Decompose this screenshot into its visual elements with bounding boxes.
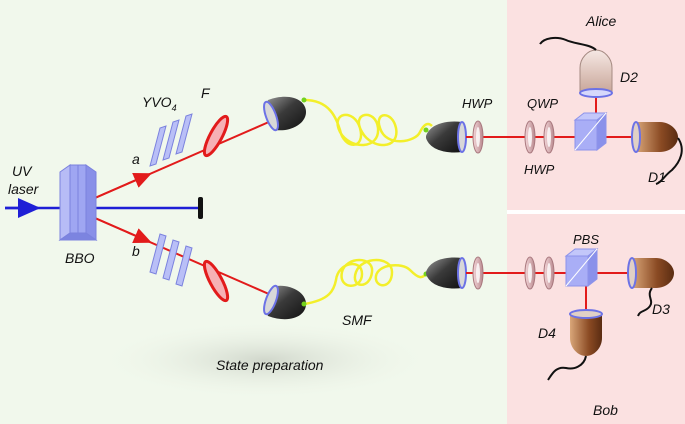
pbs-bob bbox=[564, 247, 599, 288]
detector-d3 bbox=[627, 257, 674, 317]
detector-d2 bbox=[539, 36, 613, 98]
fiber-a bbox=[303, 98, 433, 147]
label-uv: UV bbox=[12, 163, 33, 179]
fiber-b bbox=[303, 258, 429, 306]
qwp-bob bbox=[524, 256, 536, 290]
qwp-alice bbox=[524, 120, 536, 154]
label-d4: D4 bbox=[538, 325, 556, 341]
hwp-a bbox=[472, 120, 484, 154]
label-d3: D3 bbox=[652, 301, 670, 317]
label-d2: D2 bbox=[620, 69, 638, 85]
hwp-alice bbox=[543, 120, 555, 154]
hwp-bob bbox=[543, 256, 555, 290]
label-yvo4-sub: 4 bbox=[172, 103, 177, 113]
fiber-end-a2 bbox=[423, 127, 429, 133]
label-d1: D1 bbox=[648, 169, 666, 185]
beam-dump bbox=[198, 197, 203, 219]
label-b: b bbox=[132, 243, 140, 259]
pbs-alice bbox=[573, 111, 608, 152]
bbo-crystal bbox=[58, 164, 98, 241]
fiber-coupler-out-b bbox=[426, 257, 467, 289]
label-filter: F bbox=[201, 85, 211, 101]
label-laser: laser bbox=[8, 181, 40, 197]
label-bob: Bob bbox=[593, 402, 618, 418]
fiber-coupler-b bbox=[263, 284, 306, 320]
label-state-preparation: State preparation bbox=[216, 357, 324, 373]
detector-d4 bbox=[547, 309, 603, 381]
label-a: a bbox=[132, 151, 140, 167]
fiber-end-b bbox=[301, 301, 307, 307]
label-alice: Alice bbox=[585, 13, 617, 29]
label-bbo: BBO bbox=[65, 250, 95, 266]
yvo4-crystals-a bbox=[149, 113, 193, 167]
label-yvo4: YVO4 bbox=[142, 94, 177, 113]
filter-a bbox=[202, 114, 230, 158]
yvo4-crystals-b bbox=[149, 233, 193, 287]
shadow-glow bbox=[95, 320, 435, 400]
label-hwp-top: HWP bbox=[462, 96, 493, 111]
filter-b bbox=[202, 259, 230, 303]
detector-d1 bbox=[631, 121, 683, 185]
label-hwp-alice: HWP bbox=[524, 162, 555, 177]
label-pbs: PBS bbox=[573, 232, 599, 247]
hwp-b bbox=[472, 256, 484, 290]
fiber-end-a bbox=[301, 97, 307, 103]
label-qwp: QWP bbox=[527, 96, 558, 111]
label-smf: SMF bbox=[342, 312, 373, 328]
fiber-coupler-a bbox=[263, 96, 306, 132]
